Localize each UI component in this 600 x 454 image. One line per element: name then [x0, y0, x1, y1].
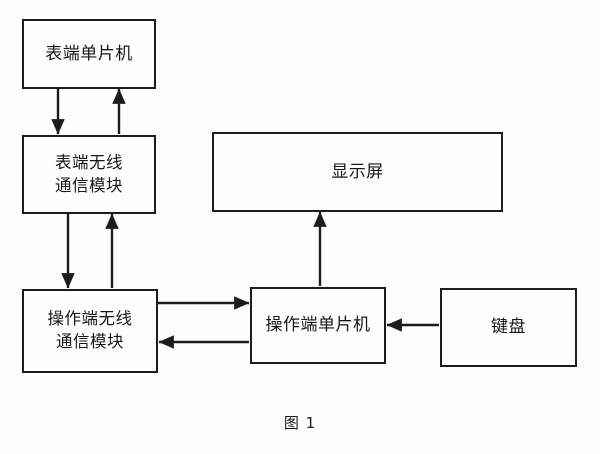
figure-caption: 图 1	[283, 414, 317, 432]
node-display-screen[interactable]: 显示屏	[212, 132, 503, 212]
node-label: 操作端无线 通信模块	[47, 309, 133, 351]
node-operator-wireless-module[interactable]: 操作端无线 通信模块	[22, 289, 158, 373]
node-operator-mcu[interactable]: 操作端单片机	[250, 287, 386, 364]
node-label: 表端无线 通信模块	[55, 152, 123, 195]
node-label: 操作端单片机	[265, 315, 371, 336]
node-keyboard[interactable]: 键盘	[440, 288, 577, 367]
node-meter-mcu[interactable]: 表端单片机	[22, 19, 156, 89]
connection-lines	[51, 88, 439, 349]
node-meter-wireless-module[interactable]: 表端无线 通信模块	[22, 135, 156, 214]
node-label: 键盘	[491, 317, 526, 338]
node-label: 显示屏	[331, 161, 384, 182]
node-label: 表端单片机	[45, 43, 133, 64]
